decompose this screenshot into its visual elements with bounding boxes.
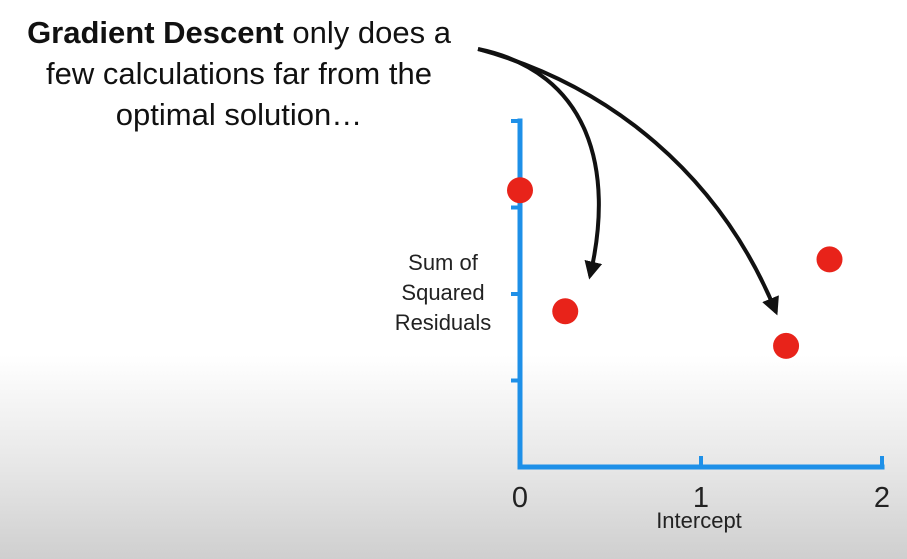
chart-ticks: 0 1 2 [511, 119, 890, 514]
caption-text: Gradient Descent only does a few calcula… [0, 12, 478, 135]
data-point [816, 246, 843, 273]
annotation-arrow-right [477, 47, 779, 316]
x-axis-label: Intercept [656, 508, 742, 533]
annotation-arrow-left [477, 47, 603, 280]
chart-axes [517, 118, 885, 470]
data-point [773, 332, 800, 359]
data-point [507, 177, 533, 204]
annotation-arrows [477, 47, 779, 316]
caption-bold-text: Gradient Descent [27, 15, 284, 50]
x-tick-label: 2 [874, 482, 890, 514]
caption-rest-text: only does a few calculations far from th… [46, 15, 451, 132]
data-points [507, 177, 843, 359]
y-axis-label-line: Residuals [395, 310, 492, 335]
y-axis-label-line: Squared [401, 280, 484, 305]
y-axis-label-line: Sum of [408, 250, 479, 275]
x-tick-label: 1 [693, 482, 709, 514]
x-tick-label: 0 [512, 482, 528, 514]
data-point [552, 298, 579, 325]
